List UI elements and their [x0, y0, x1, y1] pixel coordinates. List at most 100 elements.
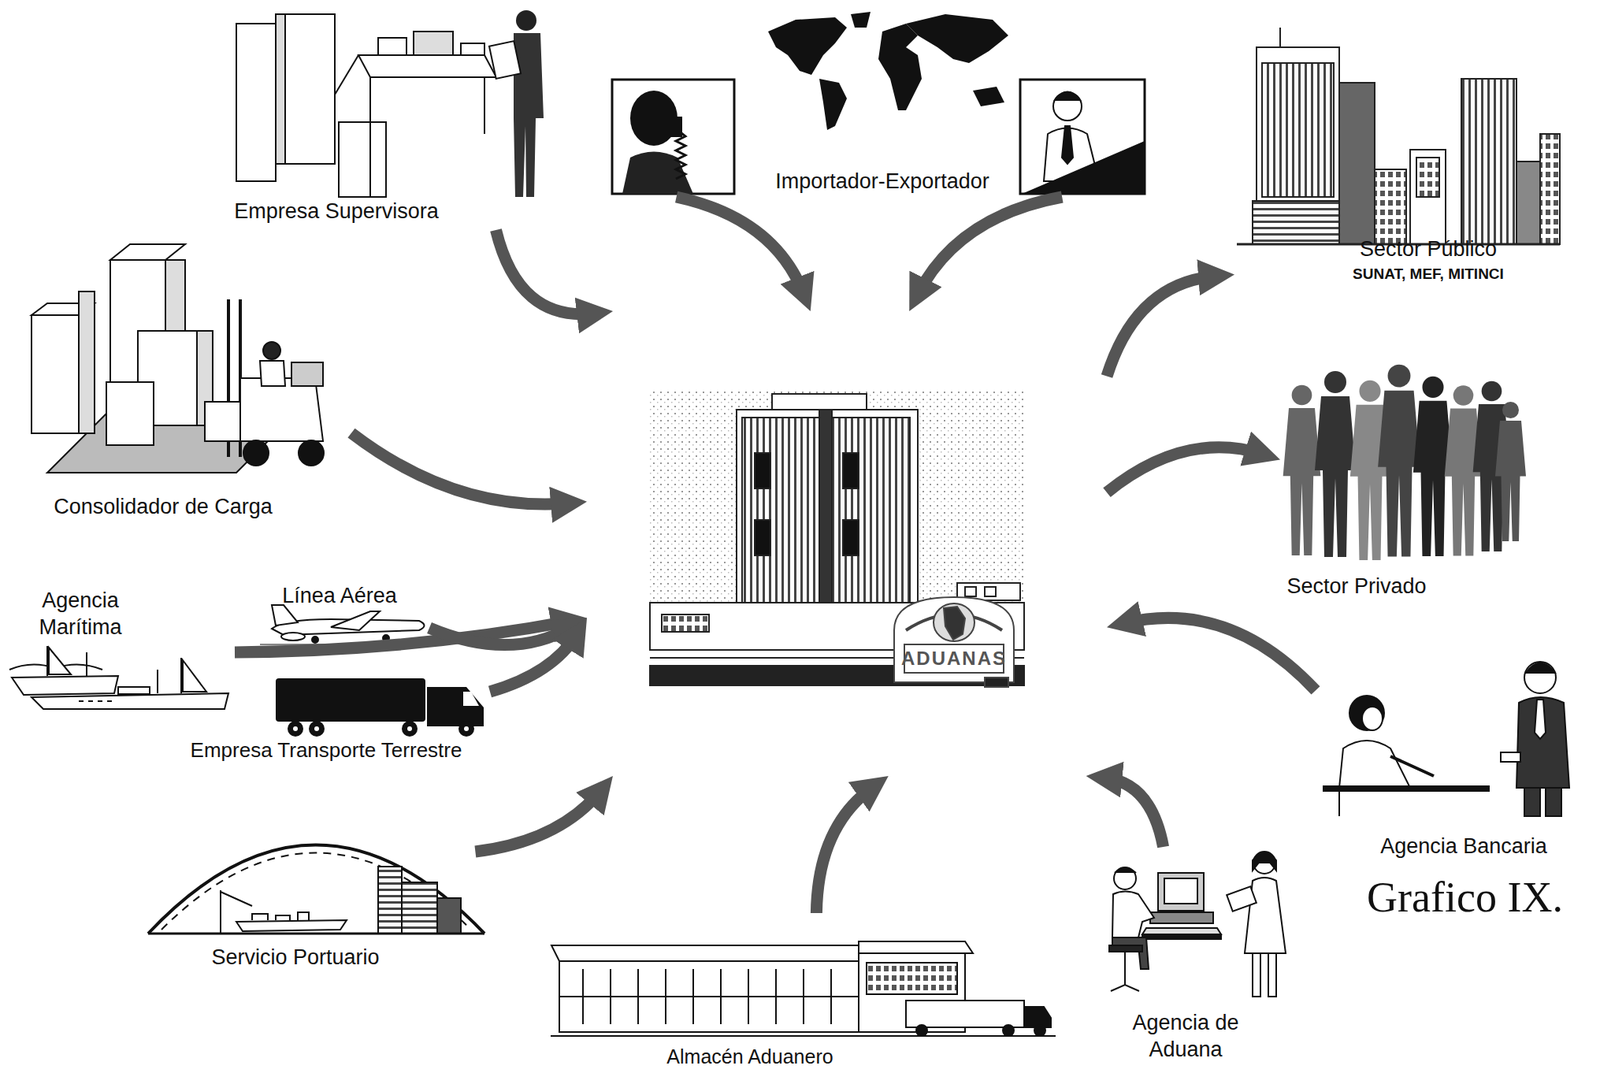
illustrated-node: Sector Privado: [1280, 352, 1521, 597]
people-group-part: [1377, 364, 1421, 557]
node-label: Empresa Supervisora: [194, 198, 479, 226]
customs-building-part: [965, 586, 977, 597]
customs-agent-office-part: [1268, 953, 1277, 997]
headset-operator-picture-part: [1024, 141, 1145, 194]
supervisor-illustration-part: [369, 77, 372, 197]
customs-agent-office-part: [1226, 886, 1257, 912]
illustrated-node: Consolidador de Carga: [28, 239, 352, 520]
customs-agent-office-part: [1253, 851, 1276, 874]
forklift-part: [240, 378, 323, 442]
truck-part: [293, 726, 298, 732]
airplane-part: [330, 611, 380, 631]
warehouse-part: [559, 961, 859, 1033]
bank-clerk-part: [1349, 695, 1385, 731]
customs-agent-office-part: [1112, 891, 1155, 939]
truck-part: [287, 720, 304, 737]
city-buildings-part: [1416, 157, 1440, 197]
bank-clerk-part: [1390, 756, 1434, 776]
supervisor-illustration-part: [236, 23, 276, 182]
forklift-part: [259, 360, 286, 387]
node-label: Sector Público: [1310, 236, 1547, 264]
curved-arrow: [917, 196, 1063, 296]
ships-part: [11, 675, 119, 695]
supervisor-man-part: [516, 10, 537, 31]
port-dome-part: [148, 932, 485, 936]
warehouse-part: [551, 945, 875, 962]
customs-agent-office-part: [1252, 852, 1277, 871]
ships-part: [46, 645, 49, 676]
node-label: Almacén Aduanero: [623, 1044, 877, 1070]
port-dome-part: [236, 920, 347, 932]
figure-caption: Grafico IX.: [1366, 872, 1563, 922]
ships-part: [85, 652, 88, 676]
warehouse-part: [866, 962, 958, 995]
port-dome-part: [219, 890, 222, 934]
customs-building-part: [742, 417, 821, 615]
bank-clerk-part: [1339, 740, 1411, 788]
phone-caller-picture-part: [675, 129, 686, 179]
truck-part: [275, 678, 426, 722]
curved-arrow: [234, 621, 569, 653]
truck-part: [426, 686, 484, 727]
illustrated-node: Servicio Portuario: [142, 851, 490, 970]
customs-sign-part: [943, 606, 966, 640]
warehouse-part: [1002, 1024, 1014, 1036]
cargo-boxes-part: [106, 382, 154, 446]
warehouse-part: [858, 941, 973, 954]
customs-building: [649, 389, 1025, 686]
supervisor-illustration-part: [275, 14, 286, 164]
warehouse-part: [905, 1000, 1025, 1028]
truck-part: [458, 720, 475, 737]
bank-client-part: [1534, 699, 1546, 739]
world-map-part: [819, 78, 847, 130]
node-label: Línea Aérea: [260, 582, 419, 610]
bank-client: [1500, 661, 1570, 817]
supervisor-illustration-part: [275, 14, 335, 164]
customs-building-part: [984, 586, 996, 597]
city-buildings-part: [1516, 161, 1542, 245]
illustrated-node: Agencia de Aduana: [1106, 846, 1302, 1072]
ships: [9, 645, 229, 710]
illustrated-node: Empresa Supervisora: [224, 0, 552, 231]
truck-part: [407, 726, 413, 732]
port-dome-part: [252, 912, 309, 921]
truck-part: [463, 691, 479, 706]
ships-part: [48, 647, 71, 675]
customs-sign-part: [894, 597, 1014, 683]
customs-building-part: [842, 519, 859, 556]
city-buildings-part: [1461, 78, 1517, 245]
world-map: [768, 11, 1009, 130]
customs-building-part: [661, 614, 710, 632]
node-label: Agencia Bancaria: [1345, 833, 1582, 861]
port-dome-part: [378, 866, 402, 934]
illustrated-node: Almacén Aduanero: [545, 913, 1057, 1071]
people-group-part: [1495, 401, 1526, 542]
city-buildings: [1236, 27, 1560, 245]
warehouse-part: [559, 995, 859, 998]
supervisor-illustration-part: [334, 55, 359, 95]
node-label: Empresa Transporte Terrestre: [160, 737, 492, 764]
customs-agent-office-part: [1112, 937, 1149, 969]
city-buildings-part: [1374, 169, 1407, 245]
phone-caller-picture-part: [612, 79, 735, 194]
bank-clerk-part: [1338, 790, 1341, 817]
headset-operator-picture: [1020, 79, 1145, 194]
customs-agent-office: [1109, 851, 1286, 997]
port-dome-part: [220, 891, 253, 906]
customs-building-part: [772, 393, 867, 412]
ships-part: [180, 657, 182, 694]
node-label: Sector Privado: [1258, 573, 1456, 601]
warehouse-part: [1024, 1006, 1051, 1028]
people-group: [1283, 364, 1526, 561]
node-sublabel: SUNAT, MEF, MITINCI: [1298, 264, 1559, 284]
warehouse-part: [1034, 1024, 1046, 1036]
world-map-part: [878, 23, 922, 111]
port-dome-part: [148, 845, 485, 935]
world-map-part: [850, 11, 871, 28]
bank-clerk: [1323, 695, 1489, 817]
truck-part: [401, 720, 418, 737]
port-dome-part: [401, 882, 438, 934]
